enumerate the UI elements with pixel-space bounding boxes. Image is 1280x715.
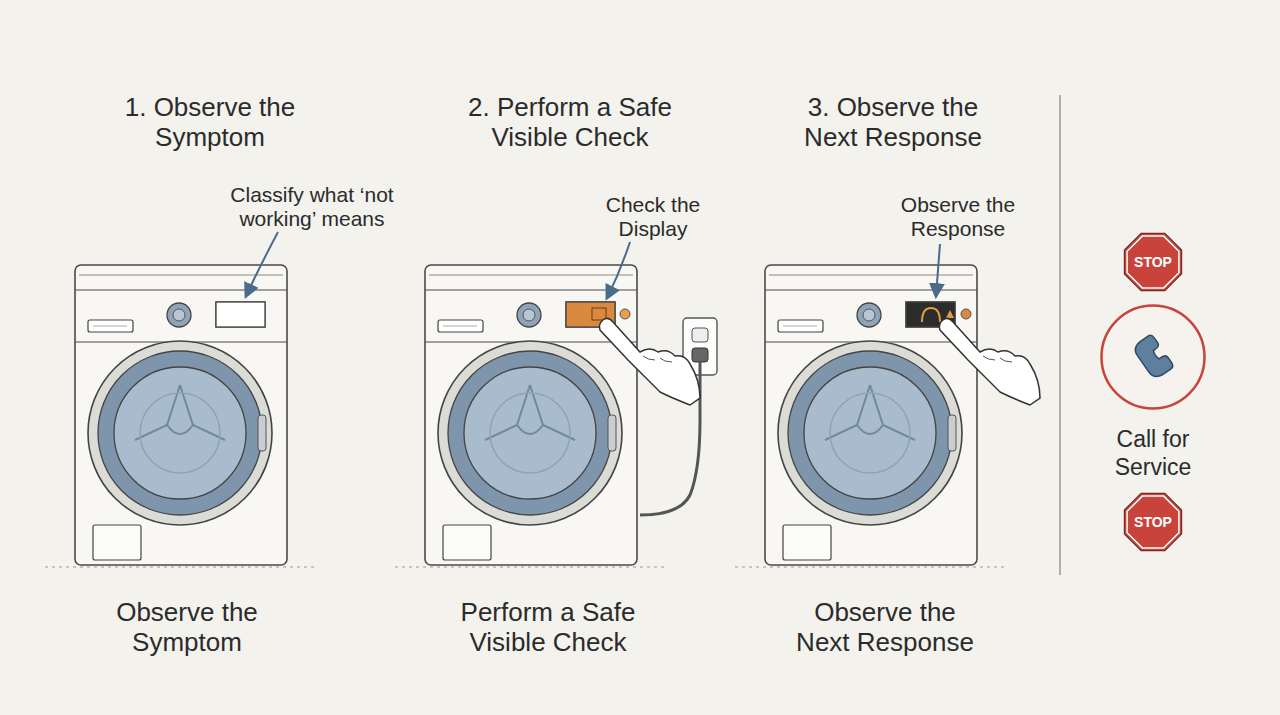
callout-text: Classify what ‘not working’ means: [212, 183, 412, 231]
warning-triangle: [946, 310, 954, 318]
callout-leader: [607, 242, 630, 298]
step-caption: Perform a Safe Visible Check: [448, 598, 648, 658]
stop-text: STOP: [1122, 231, 1184, 293]
phone-handset: [1132, 334, 1175, 381]
step-heading: 3. Observe the Next Response: [793, 93, 993, 153]
hand-detail: [983, 356, 1012, 362]
display-glyph: [592, 308, 606, 320]
display-blank: [216, 302, 265, 327]
pointing-hand: [599, 318, 700, 405]
callout-text: Check the Display: [593, 193, 713, 241]
indicator-light: [620, 309, 630, 319]
callout-leader: [936, 244, 940, 296]
phone-icon: [1132, 334, 1175, 381]
indicator-light: [961, 309, 971, 319]
washing-machine: [735, 265, 1007, 567]
warning-glyph: [922, 308, 940, 322]
step-heading: 1. Observe the Symptom: [110, 93, 310, 153]
plug: [692, 348, 708, 362]
stop-text: STOP: [1122, 491, 1184, 553]
step-heading: 2. Perform a Safe Visible Check: [458, 93, 683, 153]
pointing-hand: [939, 318, 1040, 405]
stop-sign: STOP: [1122, 491, 1184, 553]
washing-machine: [45, 265, 317, 567]
step-caption: Observe the Symptom: [87, 598, 287, 658]
callout-text: Observe the Response: [888, 193, 1028, 241]
step-caption: Observe the Next Response: [790, 598, 980, 658]
callout-leader: [246, 232, 278, 296]
divider-line: [1059, 95, 1061, 575]
service-text: Call for Service: [1088, 426, 1218, 481]
circle-shape: [1100, 304, 1206, 410]
outlet-socket: [692, 328, 708, 342]
stop-sign: STOP: [1122, 231, 1184, 293]
circle-outline: [1102, 306, 1205, 409]
hand-detail: [643, 356, 672, 362]
service-circle: Call for Service: [1100, 304, 1206, 410]
washing-machine: [395, 265, 667, 567]
